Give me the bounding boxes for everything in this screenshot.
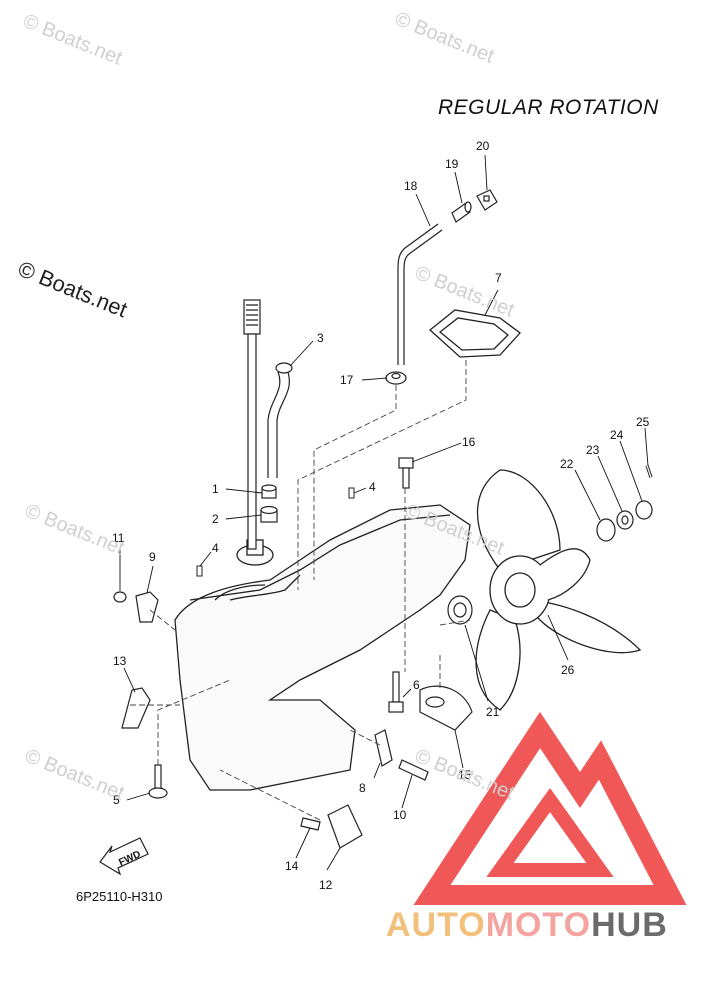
callout-5: 5 xyxy=(113,793,120,807)
callout-11: 11 xyxy=(112,531,125,545)
bolt-10 xyxy=(398,759,429,781)
callout-15: 15 xyxy=(458,768,472,782)
callout-12: 12 xyxy=(319,878,333,892)
callout-16: 16 xyxy=(462,435,476,449)
diagram-title: REGULAR ROTATION xyxy=(438,96,659,119)
callout-17: 17 xyxy=(340,373,354,387)
drive-shaft xyxy=(243,299,261,550)
callout-2: 2 xyxy=(212,512,219,526)
part-13 xyxy=(121,687,151,729)
clip-20 xyxy=(476,189,498,211)
shift-rod xyxy=(397,223,443,365)
bolt-6 xyxy=(388,671,404,713)
callout-23: 23 xyxy=(586,443,600,457)
callout-21: 21 xyxy=(486,705,500,719)
assembly-lines xyxy=(130,360,471,821)
bolt-16 xyxy=(398,457,414,489)
washer-22 xyxy=(596,518,616,542)
brand-part-moto: MOTO xyxy=(485,906,592,944)
callout-7: 7 xyxy=(495,271,502,285)
brand-part-auto: AUTO xyxy=(386,906,486,944)
diagram-code: 6P25110-H310 xyxy=(76,889,163,904)
bolt-14 xyxy=(300,817,321,831)
callout-22: 22 xyxy=(560,457,574,471)
propeller-26 xyxy=(475,469,642,711)
callout-24: 24 xyxy=(610,428,624,442)
nut-11 xyxy=(113,591,127,603)
bolt-5 xyxy=(148,764,168,799)
callout-14: 14 xyxy=(285,859,299,873)
callout-8: 8 xyxy=(359,781,366,795)
trim-tab-15 xyxy=(419,685,473,731)
automotohub-logo-icon xyxy=(413,711,687,905)
callout-9: 9 xyxy=(149,550,156,564)
anode-8 xyxy=(374,729,393,767)
callout-26: 26 xyxy=(561,663,575,677)
washer-23 xyxy=(616,510,634,530)
callout-13: 13 xyxy=(113,654,127,668)
water-tube xyxy=(267,362,293,478)
lower-casing xyxy=(174,504,471,791)
anode-12 xyxy=(327,804,363,849)
callout-19: 19 xyxy=(445,157,459,171)
bushing-19 xyxy=(451,201,472,223)
brand-wordmark: AUTOMOTOHUB xyxy=(386,906,668,945)
callout-3: 3 xyxy=(317,331,324,345)
leader-lines xyxy=(119,154,649,871)
callout-6: 6 xyxy=(413,678,420,692)
callout-4a: 4 xyxy=(369,480,376,494)
callout-10: 10 xyxy=(393,808,407,822)
fwd-arrow-icon: FWD xyxy=(99,837,149,876)
seals xyxy=(260,484,278,523)
spacer-21 xyxy=(447,595,473,625)
callout-4b: 4 xyxy=(212,541,219,555)
callout-20: 20 xyxy=(476,139,490,153)
grommet-17 xyxy=(385,371,407,385)
part-9 xyxy=(135,591,159,623)
nut-24 xyxy=(635,500,653,520)
callout-1: 1 xyxy=(212,482,219,496)
brand-part-hub: HUB xyxy=(591,906,668,944)
gasket-7 xyxy=(428,309,521,358)
callout-25: 25 xyxy=(636,415,650,429)
cotter-pin-25 xyxy=(645,464,653,479)
callout-18: 18 xyxy=(404,179,418,193)
